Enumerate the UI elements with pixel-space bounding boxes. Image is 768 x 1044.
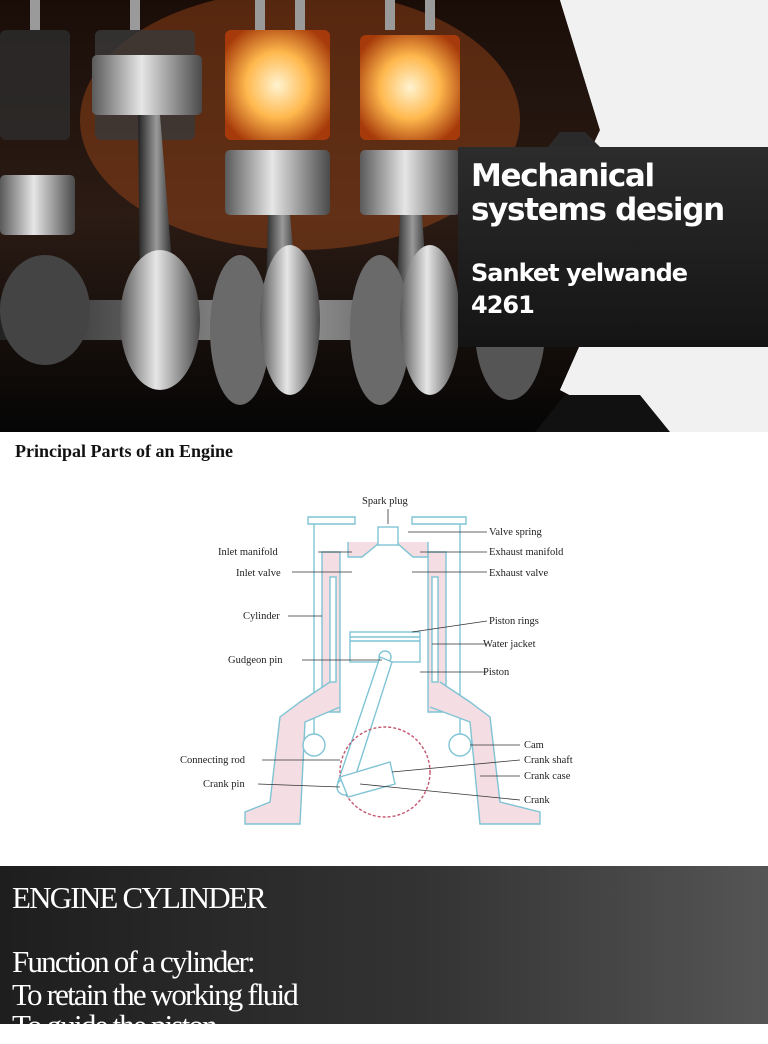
label-crank-case: Crank case bbox=[524, 771, 571, 782]
label-spark-plug: Spark plug bbox=[362, 496, 409, 507]
label-crank-pin: Crank pin bbox=[203, 779, 245, 790]
body-line-2: To retain the working fluid bbox=[12, 977, 299, 1012]
label-gudgeon-pin: Gudgeon pin bbox=[228, 655, 283, 666]
label-connecting-rod: Connecting rod bbox=[180, 755, 246, 766]
text-slide: ENGINE CYLINDER Function of a cylinder: … bbox=[0, 866, 768, 1043]
body-line-1: Function of a cylinder: bbox=[12, 944, 256, 979]
label-valve-spring: Valve spring bbox=[489, 527, 543, 538]
title-line-2: systems design bbox=[471, 192, 725, 228]
label-piston: Piston bbox=[483, 667, 510, 678]
title-line-1: Mechanical bbox=[471, 158, 655, 194]
diagram-heading: Principal Parts of an Engine bbox=[15, 441, 234, 461]
author-id: 4261 bbox=[471, 291, 535, 319]
label-inlet-valve: Inlet valve bbox=[236, 568, 281, 579]
label-exhaust-manifold: Exhaust manifold bbox=[489, 547, 564, 558]
label-cam: Cam bbox=[524, 740, 544, 751]
label-cylinder: Cylinder bbox=[243, 611, 280, 622]
author-name: Sanket yelwande bbox=[471, 259, 688, 287]
label-crank-shaft: Crank shaft bbox=[524, 755, 573, 766]
body-line-3: To guide the piston bbox=[12, 1008, 218, 1043]
diagram-slide: Principal Parts of an Engine bbox=[0, 432, 768, 866]
section-heading: ENGINE CYLINDER bbox=[12, 880, 267, 915]
label-inlet-manifold: Inlet manifold bbox=[218, 547, 279, 558]
label-exhaust-valve: Exhaust valve bbox=[489, 568, 549, 579]
engine-parts-diagram: Spark plug Valve spring Inlet manifold E… bbox=[180, 496, 573, 825]
label-water-jacket: Water jacket bbox=[483, 639, 536, 650]
label-piston-rings: Piston rings bbox=[489, 616, 539, 627]
label-crank: Crank bbox=[524, 795, 550, 806]
author-block: Sanket yelwande 4261 bbox=[471, 257, 758, 321]
